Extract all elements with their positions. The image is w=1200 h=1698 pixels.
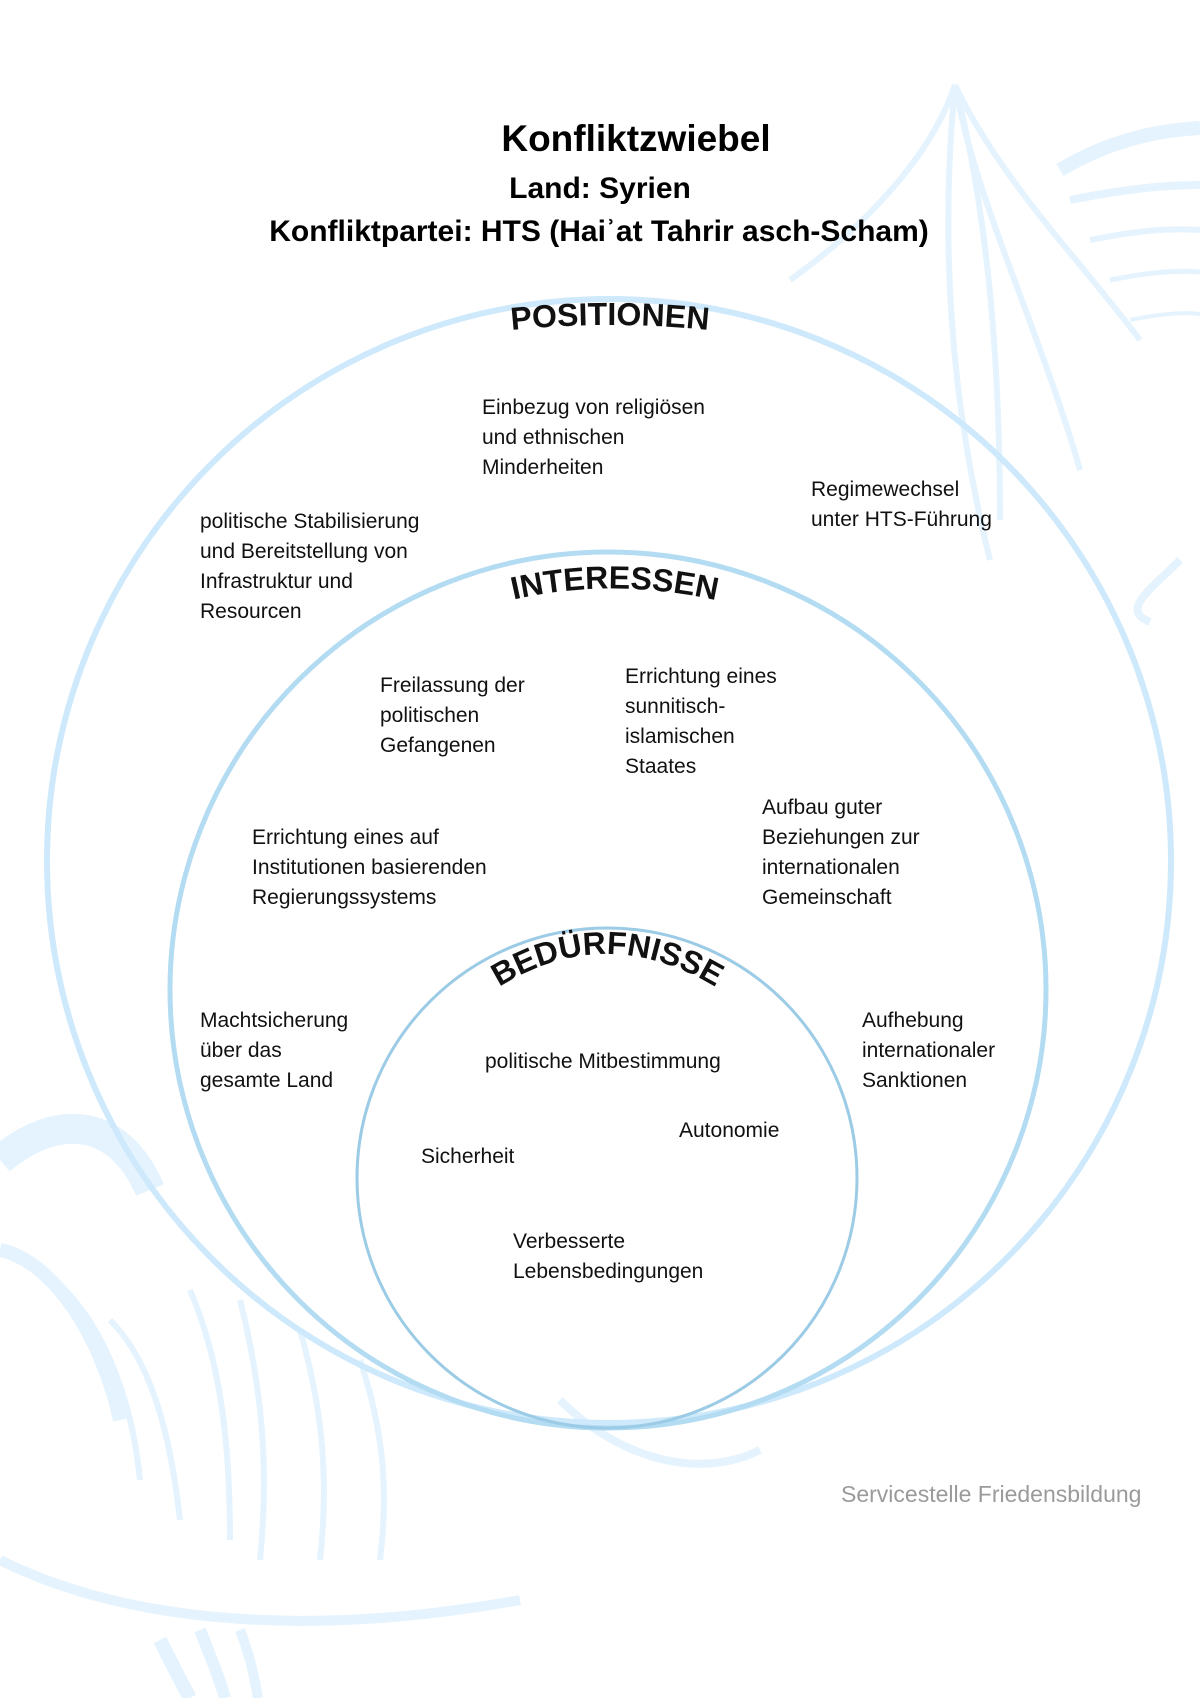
interesse-staat: Errichtung eines sunnitisch- islamischen… bbox=[625, 665, 777, 778]
publisher-footer: Servicestelle Friedensbildung bbox=[841, 1481, 1142, 1507]
beduerfnis-autonomie: Autonomie bbox=[679, 1119, 780, 1142]
ring-positionen bbox=[44, 296, 1174, 1426]
beduerfnis-sicherheit: Sicherheit bbox=[421, 1145, 515, 1168]
beduerfnis-mitbestimmung: politische Mitbestimmung bbox=[485, 1050, 721, 1073]
diagram-title: Konfliktzwiebel bbox=[501, 118, 771, 159]
interesse-regierung: Errichtung eines auf Institutionen basie… bbox=[252, 826, 487, 909]
position-sanktionen: Aufhebung internationaler Sanktionen bbox=[862, 1009, 996, 1092]
interesse-beziehungen: Aufbau guter Beziehungen zur internation… bbox=[762, 796, 920, 909]
label-beduerfnisse: BEDÜRFNISSE bbox=[485, 925, 730, 993]
ring-interessen bbox=[167, 549, 1049, 1431]
beduerfnis-lebensbedingungen: Verbesserte Lebensbedingungen bbox=[513, 1230, 704, 1283]
position-stabilisierung: politische Stabilisierung und Bereitstel… bbox=[200, 510, 420, 623]
country-label: Land: Syrien bbox=[509, 172, 691, 205]
party-label: Konfliktpartei: HTS (Haiʾat Tahrir asch-… bbox=[269, 215, 929, 248]
position-machtsicherung: Machtsicherung über das gesamte Land bbox=[200, 1009, 349, 1092]
interesse-gefangene: Freilassung der politischen Gefangenen bbox=[380, 674, 525, 757]
position-regimewechsel: Regimewechsel unter HTS-Führung bbox=[811, 478, 992, 531]
position-minderheiten: Einbezug von religiösen und ethnischen M… bbox=[482, 396, 705, 479]
label-interessen: INTERESSEN bbox=[507, 559, 722, 607]
label-positionen: POSITIONEN bbox=[509, 296, 711, 337]
ring-beduerfnisse bbox=[355, 926, 859, 1430]
